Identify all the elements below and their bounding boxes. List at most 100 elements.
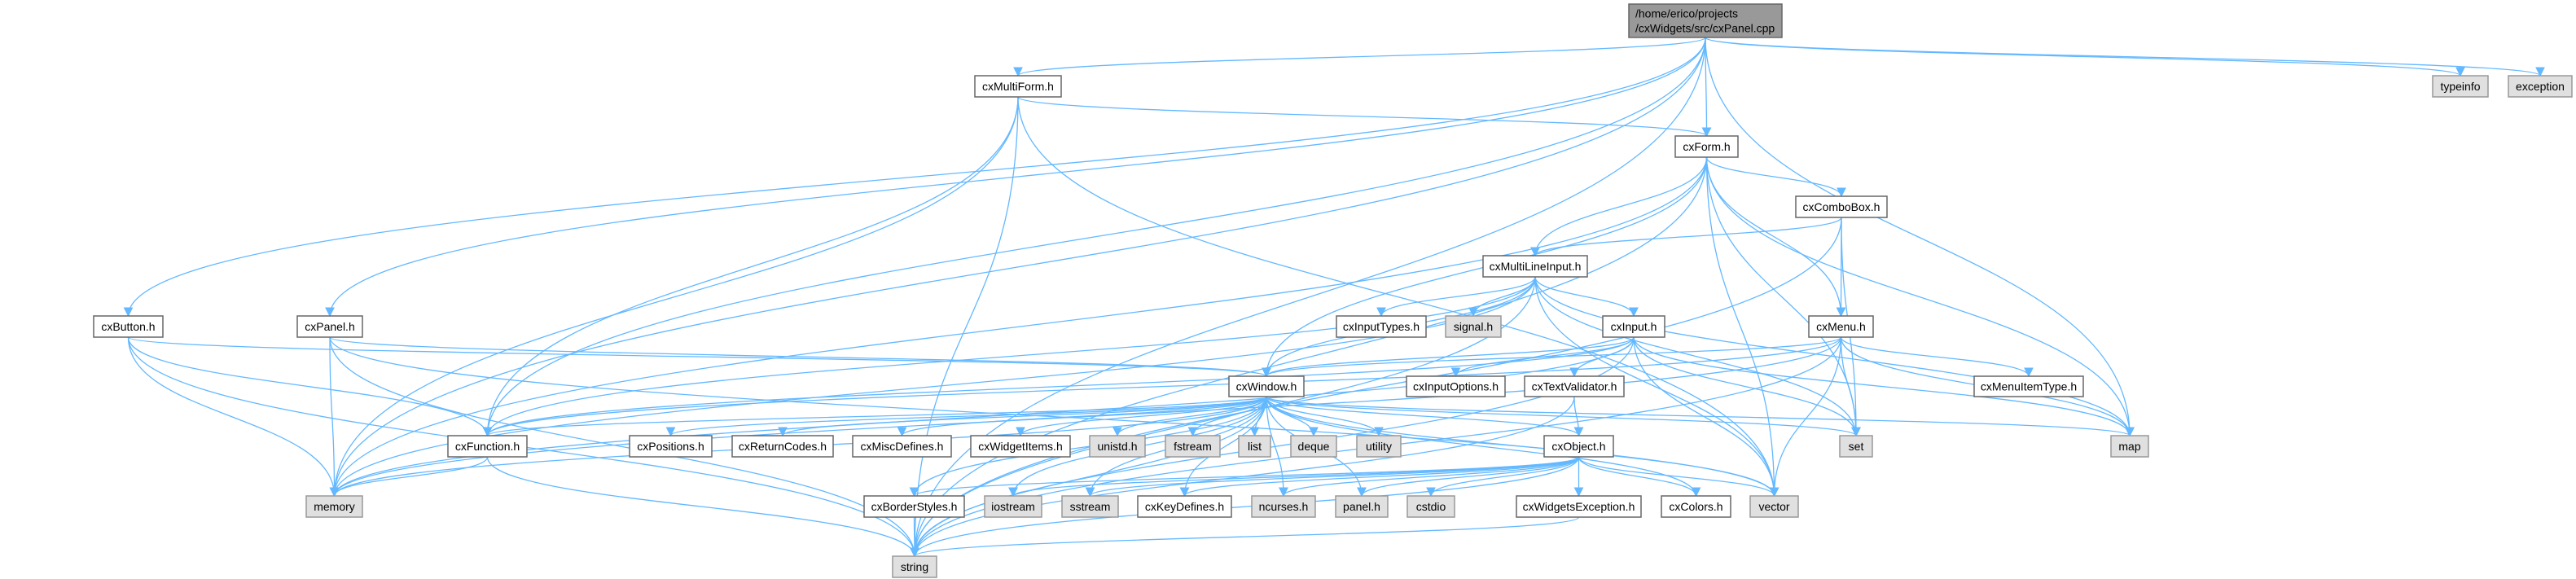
node-label: cstdio	[1416, 500, 1446, 513]
edge-cxform-to-vector	[1705, 156, 1780, 498]
node-deque[interactable]: deque	[1290, 435, 1337, 458]
node-cxpositions[interactable]: cxPositions.h	[629, 435, 713, 458]
edge-cxobject-to-ncurses	[1279, 456, 1580, 498]
node-label: panel.h	[1343, 500, 1380, 513]
node-box	[970, 435, 1071, 458]
node-panel[interactable]: panel.h	[1335, 495, 1389, 518]
node-cxwidgetsexception[interactable]: cxWidgetsException.h	[1516, 495, 1642, 518]
node-set[interactable]: set	[1839, 435, 1873, 458]
node-label-line: /cxWidgets/src/cxPanel.cpp	[1635, 22, 1775, 35]
node-typeinfo[interactable]: typeinfo	[2432, 75, 2489, 98]
node-cxinputoptions[interactable]: cxInputOptions.h	[1406, 375, 1506, 397]
edge-cxmultilineinput-to-vector	[1534, 276, 1780, 498]
edge-cxbutton-to-cxfunction	[127, 336, 493, 437]
node-unistd[interactable]: unistd.h	[1089, 435, 1146, 458]
node-box	[1251, 495, 1316, 518]
node-ncurses[interactable]: ncurses.h	[1251, 495, 1316, 518]
edge-main-to-cxpanel	[325, 37, 1706, 318]
node-label: typeinfo	[2440, 80, 2480, 93]
node-box	[2432, 75, 2489, 98]
node-fstream[interactable]: fstream	[1165, 435, 1221, 458]
edge-main-to-memory	[329, 37, 1706, 498]
node-label: iostream	[991, 500, 1035, 513]
node-box	[1628, 3, 1783, 38]
edge-main-to-cxform	[1701, 37, 1712, 138]
node-cxmiscdefines[interactable]: cxMiscDefines.h	[852, 435, 952, 458]
edge-cxwindow-to-cxreturncodes	[778, 396, 1267, 437]
node-map[interactable]: map	[2110, 435, 2149, 458]
node-utility[interactable]: utility	[1356, 435, 1402, 458]
nodes-layer: /home/erico/projects/cxWidgets/src/cxPan…	[93, 3, 2573, 578]
node-box	[1406, 375, 1506, 397]
node-box	[2110, 435, 2149, 458]
edge-cxmenu-to-cxmenuitemtype	[1840, 336, 2034, 378]
node-box	[629, 435, 713, 458]
node-main[interactable]: /home/erico/projects/cxWidgets/src/cxPan…	[1628, 3, 1783, 38]
edge-cxobject-to-cxcolors	[1578, 456, 1701, 498]
node-cxreturncodes[interactable]: cxReturnCodes.h	[731, 435, 834, 458]
node-label: cxMultiForm.h	[982, 80, 1054, 93]
node-label: cxFunction.h	[455, 440, 520, 453]
node-label: cxMenuItemType.h	[1981, 380, 2077, 393]
node-box	[1674, 135, 1739, 158]
node-cxmultilineinput[interactable]: cxMultiLineInput.h	[1482, 255, 1588, 278]
edges-layer	[123, 37, 2545, 558]
node-cxbutton[interactable]: cxButton.h	[93, 315, 164, 338]
node-box	[1839, 435, 1873, 458]
node-memory[interactable]: memory	[305, 495, 363, 518]
node-box	[1445, 315, 1502, 338]
node-vector[interactable]: vector	[1749, 495, 1799, 518]
edge-cxobject-to-iostream	[1008, 456, 1580, 498]
node-cxcolors[interactable]: cxColors.h	[1661, 495, 1731, 518]
node-box	[447, 435, 528, 458]
node-cxinput[interactable]: cxInput.h	[1602, 315, 1665, 338]
node-box	[984, 495, 1042, 518]
node-label: cxInputOptions.h	[1413, 380, 1499, 393]
node-label: utility	[1366, 440, 1392, 453]
node-cxkeydefines[interactable]: cxKeyDefines.h	[1137, 495, 1232, 518]
node-cstdio[interactable]: cstdio	[1406, 495, 1455, 518]
node-exception[interactable]: exception	[2508, 75, 2573, 98]
edge-cxinput-to-memory	[329, 336, 1635, 498]
edge-cxtextvalidator-to-cxobject	[1573, 396, 1584, 437]
node-label: cxKeyDefines.h	[1145, 500, 1224, 513]
node-label: cxBorderStyles.h	[871, 500, 958, 513]
node-box	[1543, 435, 1614, 458]
edge-cxmultilineinput-to-cxfunction	[482, 276, 1536, 437]
node-list[interactable]: list	[1238, 435, 1271, 458]
node-box	[1973, 375, 2084, 397]
node-signal[interactable]: signal.h	[1445, 315, 1502, 338]
node-sstream[interactable]: sstream	[1061, 495, 1119, 518]
node-cxmenuitemtype[interactable]: cxMenuItemType.h	[1973, 375, 2084, 397]
edge-cxwindow-to-string	[910, 396, 1267, 558]
edge-cxpanel-to-cxwindow	[329, 336, 1271, 378]
node-box	[296, 315, 363, 338]
node-cxpanel[interactable]: cxPanel.h	[296, 315, 363, 338]
node-cxcombobox[interactable]: cxComboBox.h	[1795, 195, 1888, 218]
edge-cxfunction-to-string	[486, 456, 919, 558]
node-iostream[interactable]: iostream	[984, 495, 1042, 518]
node-cxform[interactable]: cxForm.h	[1674, 135, 1739, 158]
node-box	[1795, 195, 1888, 218]
edge-cxcombobox-to-string	[910, 217, 1842, 558]
node-cxobject[interactable]: cxObject.h	[1543, 435, 1614, 458]
edge-cxinput-to-map	[1633, 336, 2135, 437]
node-cxmenu[interactable]: cxMenu.h	[1808, 315, 1874, 338]
node-cxwidgetitems[interactable]: cxWidgetItems.h	[970, 435, 1071, 458]
edge-cxform-to-string	[910, 156, 1708, 558]
node-cxinputtypes[interactable]: cxInputTypes.h	[1336, 315, 1427, 338]
node-cxfunction[interactable]: cxFunction.h	[447, 435, 528, 458]
edge-main-to-typeinfo	[1705, 37, 2465, 77]
node-label: deque	[1298, 440, 1330, 453]
edge-main-to-string	[910, 37, 1706, 558]
node-cxtextvalidator[interactable]: cxTextValidator.h	[1524, 375, 1625, 397]
node-label: signal.h	[1454, 320, 1493, 333]
node-label: cxWidgetsException.h	[1523, 500, 1635, 513]
node-cxborderstyles[interactable]: cxBorderStyles.h	[863, 495, 965, 518]
node-label: cxComboBox.h	[1803, 200, 1880, 213]
node-string[interactable]: string	[892, 555, 937, 578]
node-cxwindow[interactable]: cxWindow.h	[1228, 375, 1305, 397]
node-cxmultiform[interactable]: cxMultiForm.h	[974, 75, 1062, 98]
edge-cxbutton-to-memory	[127, 336, 340, 498]
